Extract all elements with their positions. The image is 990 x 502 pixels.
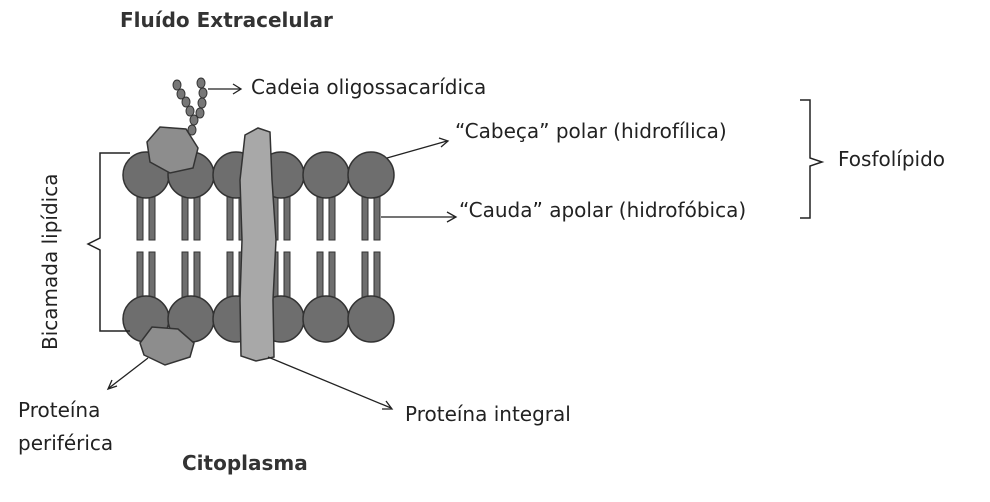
lipid-bilayer-label: Bicamada lipídica xyxy=(38,174,62,350)
phospholipid-head xyxy=(348,152,394,198)
polar-head-label: “Cabeça” polar (hidrofílica) xyxy=(455,119,727,143)
cytoplasm-label: Citoplasma xyxy=(182,451,308,475)
oligosaccharide-chain xyxy=(173,78,207,135)
phospholipid-tail xyxy=(329,196,335,240)
peripheral-protein-label: Proteína periférica xyxy=(18,394,113,460)
phospholipid-tail xyxy=(137,252,143,298)
phospholipid-tail xyxy=(182,196,188,240)
phospholipid-tail xyxy=(182,252,188,298)
phospholipid-tail xyxy=(374,252,380,298)
apolar-tail-label: “Cauda” apolar (hidrofóbica) xyxy=(459,198,746,222)
phospholipid-tail xyxy=(329,252,335,298)
phospholipid-tail xyxy=(374,196,380,240)
phospholipid-tail xyxy=(149,196,155,240)
extracellular-fluid-label: Fluído Extracelular xyxy=(120,8,333,32)
phospholipid-tail xyxy=(194,196,200,240)
phospholipid-label: Fosfolípido xyxy=(838,147,945,171)
phospholipid-tail xyxy=(284,252,290,298)
phospholipid-head xyxy=(303,152,349,198)
phospholipid-tail xyxy=(362,196,368,240)
phospholipid-tail xyxy=(362,252,368,298)
phospholipid-tail xyxy=(227,196,233,240)
phospholipid-tail xyxy=(284,196,290,240)
phospholipid-tail xyxy=(194,252,200,298)
phospholipid-tail xyxy=(317,252,323,298)
oligosaccharide-chain-label: Cadeia oligossacarídica xyxy=(251,75,486,99)
phospholipid-tail xyxy=(137,196,143,240)
phospholipid-head xyxy=(348,296,394,342)
phospholipid-tail xyxy=(317,196,323,240)
integral-protein-label: Proteína integral xyxy=(405,402,571,426)
phospholipid-tail xyxy=(149,252,155,298)
phospholipid-head xyxy=(303,296,349,342)
integral-protein xyxy=(240,128,276,361)
phospholipid-tail xyxy=(227,252,233,298)
